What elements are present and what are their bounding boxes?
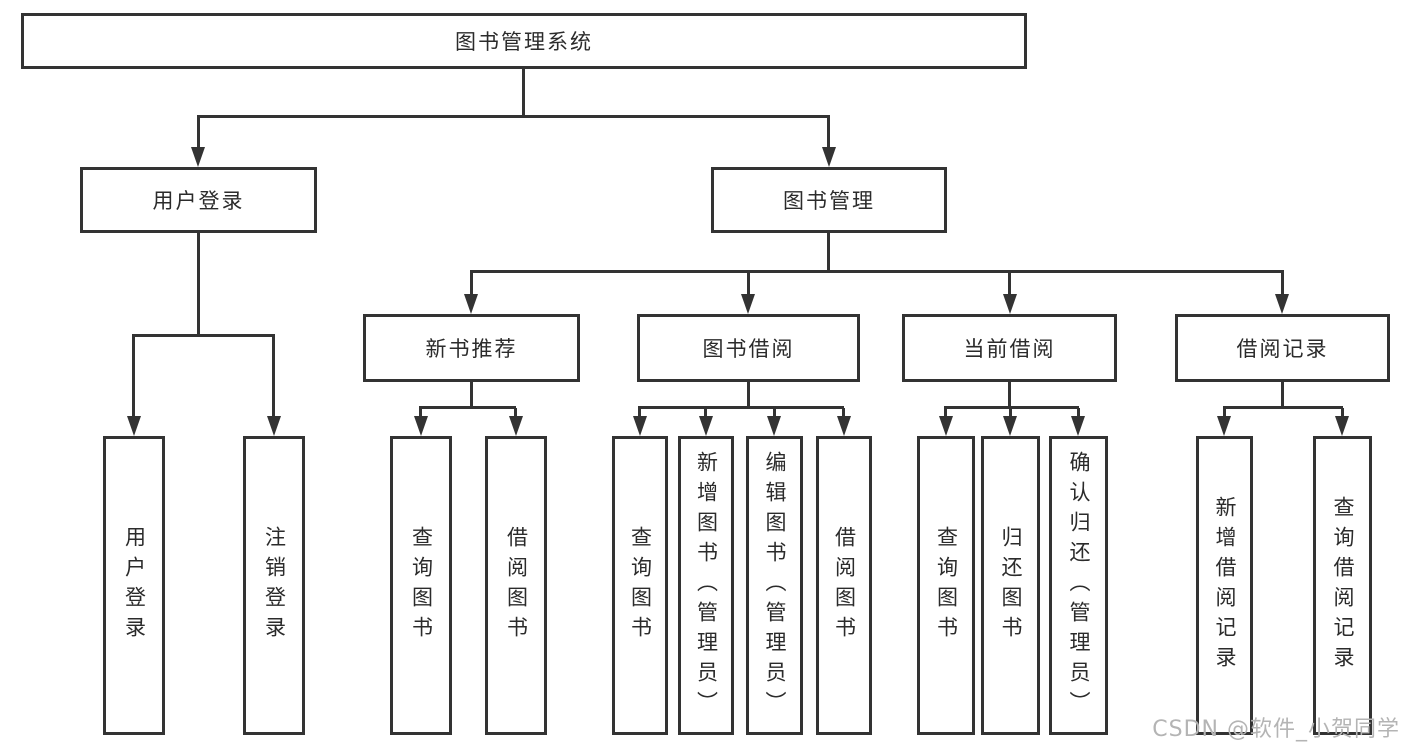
connector-line [419,406,516,409]
connector-line [1341,408,1344,418]
arrowhead-icon [1217,416,1231,436]
connector-line [638,406,844,409]
connector-line [1077,408,1080,418]
arrowhead-icon [191,147,205,167]
connector-line [470,382,473,408]
connector-line [132,336,135,418]
connector-line [747,382,750,408]
leaf-borrow-books: 借阅图书 [485,436,547,735]
connector-line [944,408,947,418]
leaf-add-borrow-record: 新增借阅记录 [1196,436,1253,735]
arrowhead-icon [1275,294,1289,314]
arrowhead-icon [127,416,141,436]
leaf-add-book-admin: 新增图书（管理员） [678,436,734,735]
connector-line [470,270,1284,273]
node-book-borrowing: 图书借阅 [637,314,860,382]
arrowhead-icon [1003,416,1017,436]
node-book-management-module: 图书管理 [711,167,947,233]
connector-line [419,408,422,418]
arrowhead-icon [414,416,428,436]
node-borrowing-records: 借阅记录 [1175,314,1390,382]
arrowhead-icon [699,416,713,436]
connector-line [944,406,1079,409]
arrowhead-icon [464,294,478,314]
arrowhead-icon [1071,416,1085,436]
connector-line [827,233,830,272]
leaf-query-books: 查询图书 [390,436,452,735]
arrowhead-icon [837,416,851,436]
node-current-borrowing: 当前借阅 [902,314,1117,382]
leaf-query-books: 查询图书 [612,436,668,735]
connector-line [132,334,275,337]
connector-line [747,272,750,296]
arrowhead-icon [267,416,281,436]
node-new-book-recommend: 新书推荐 [363,314,580,382]
connector-line [638,408,641,418]
connector-line [197,233,200,336]
arrowhead-icon [509,416,523,436]
connector-line [514,408,517,418]
connector-line [827,117,830,149]
connector-line [1223,406,1343,409]
connector-line [773,408,776,418]
arrowhead-icon [1335,416,1349,436]
connector-line [1008,272,1011,296]
connector-line [1008,382,1011,408]
connector-line [197,115,830,118]
connector-line [704,408,707,418]
arrowhead-icon [822,147,836,167]
arrowhead-icon [1003,294,1017,314]
connector-line [522,68,525,117]
connector-line [470,272,473,296]
leaf-confirm-return-admin: 确认归还（管理员） [1049,436,1108,735]
leaf-edit-book-admin: 编辑图书（管理员） [746,436,803,735]
leaf-user-login: 用户登录 [103,436,165,735]
connector-line [1281,382,1284,408]
csdn-watermark: CSDN @软件_小贺同学 [1152,717,1400,742]
arrowhead-icon [767,416,781,436]
node-user-login-module: 用户登录 [80,167,317,233]
connector-line [842,408,845,418]
node-root-library-system: 图书管理系统 [21,13,1027,69]
leaf-query-books: 查询图书 [917,436,975,735]
leaf-query-borrow-record: 查询借阅记录 [1313,436,1372,735]
arrowhead-icon [741,294,755,314]
arrowhead-icon [939,416,953,436]
connector-line [272,336,275,418]
connector-line [1223,408,1226,418]
arrowhead-icon [633,416,647,436]
leaf-borrow-books: 借阅图书 [816,436,872,735]
leaf-return-books: 归还图书 [981,436,1040,735]
leaf-logout: 注销登录 [243,436,305,735]
connector-line [1009,408,1012,418]
connector-line [1281,272,1284,296]
connector-line [197,117,200,149]
